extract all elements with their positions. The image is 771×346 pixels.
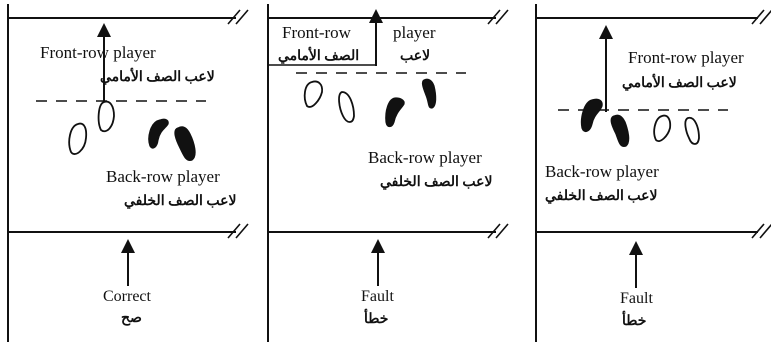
front-row-label-en-2b: player xyxy=(393,23,436,42)
front-row-label-ar-2b: لاعب xyxy=(400,49,430,64)
verdict-label-ar-1: صح xyxy=(121,311,142,326)
solid-foot-icon xyxy=(580,98,603,133)
open-foot-icon xyxy=(303,80,324,108)
panel-fault-1: Front-row player الصف الأمامي لاعب Back-… xyxy=(267,4,509,342)
panel-correct: Front-row player لاعب الصف الأمامي Back-… xyxy=(7,4,249,342)
solid-foot-icon xyxy=(421,78,437,109)
back-row-label-en-1: Back-row player xyxy=(106,167,220,186)
solid-foot-icon xyxy=(174,126,196,161)
back-row-label-ar-1: لاعب الصف الخلفي xyxy=(124,194,236,209)
back-row-label-en-2: Back-row player xyxy=(368,148,482,167)
solid-foot-icon xyxy=(148,118,169,149)
solid-foot-icon xyxy=(610,114,630,147)
open-foot-icon xyxy=(338,91,355,123)
solid-foot-icon xyxy=(385,97,405,128)
open-foot-icon xyxy=(653,114,672,142)
front-row-label-ar-1: لاعب الصف الأمامي xyxy=(100,67,215,85)
front-row-label-ar-2a: الصف الأمامي xyxy=(278,46,359,64)
court-break-mark-1 xyxy=(227,9,249,25)
court-break-mark-3 xyxy=(751,9,771,25)
verdict-label-ar-2: خطأ xyxy=(364,308,388,327)
court-break-mark-2 xyxy=(487,9,509,25)
back-row-label-en-3: Back-row player xyxy=(545,162,659,181)
net-break-mark-3 xyxy=(751,223,771,239)
back-row-label-ar-2: لاعب الصف الخلفي xyxy=(380,175,492,190)
verdict-label-en-1: Correct xyxy=(103,288,152,305)
net-break-mark-1 xyxy=(227,223,249,239)
verdict-label-en-2: Fault xyxy=(361,288,394,305)
net-break-mark-2 xyxy=(487,223,509,239)
open-foot-icon xyxy=(68,122,88,155)
open-foot-icon xyxy=(97,100,115,133)
front-row-label-en-2a: Front-row xyxy=(282,23,352,42)
front-row-label-en-1: Front-row player xyxy=(40,43,156,62)
front-row-label-en-3: Front-row player xyxy=(628,48,744,67)
front-row-label-ar-3: لاعب الصف الأمامي xyxy=(622,73,737,91)
verdict-label-en-3: Fault xyxy=(620,290,653,307)
back-row-label-ar-3: لاعب الصف الخلفي xyxy=(545,189,657,204)
verdict-label-ar-3: خطأ xyxy=(622,310,646,329)
open-foot-icon xyxy=(684,116,700,145)
panel-fault-2: Front-row player لاعب الصف الأمامي Back-… xyxy=(535,4,771,342)
